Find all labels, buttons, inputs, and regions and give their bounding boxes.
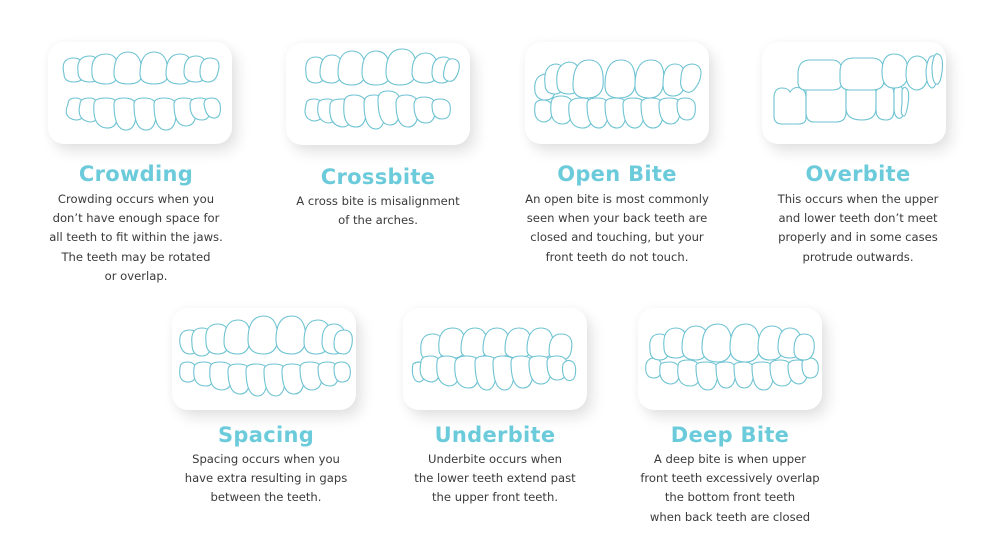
crossbite-teeth-icon xyxy=(304,48,460,130)
deep-bite-card xyxy=(638,308,822,410)
crossbite-title: Crossbite xyxy=(320,165,436,189)
overbite-description: This occurs when the upper and lower tee… xyxy=(777,192,939,264)
crowding-card xyxy=(48,42,232,144)
open-bite-card xyxy=(525,42,709,144)
crossbite-description: A cross bite is misalignment of the arch… xyxy=(296,194,460,228)
underbite-title: Underbite xyxy=(434,423,556,447)
deep-bite-description: A deep bite is when upper front teeth ex… xyxy=(640,452,820,524)
spacing-teeth-icon xyxy=(179,315,353,397)
crowding-teeth-icon xyxy=(62,51,221,131)
crowding-description: Crowding occurs when you don’t have enou… xyxy=(49,192,223,283)
open-bite-description: An open bite is most commonly seen when … xyxy=(525,192,709,264)
deep-bite-teeth-icon xyxy=(645,323,819,391)
overbite-title: Overbite xyxy=(805,162,911,186)
crossbite-card xyxy=(286,43,470,145)
spacing-card xyxy=(172,308,356,410)
spacing-title: Spacing xyxy=(217,423,315,447)
deep-bite-title: Deep Bite xyxy=(670,423,790,447)
underbite-description: Underbite occurs when the lower teeth ex… xyxy=(414,452,576,505)
open-bite-title: Open Bite xyxy=(557,162,677,186)
overbite-card xyxy=(762,42,946,144)
overbite-teeth-icon xyxy=(773,53,944,125)
underbite-card xyxy=(403,308,587,410)
spacing-description: Spacing occurs when you have extra resul… xyxy=(184,452,348,505)
open-bite-teeth-icon xyxy=(534,59,702,129)
crowding-title: Crowding xyxy=(78,162,194,186)
underbite-teeth-icon xyxy=(411,327,577,391)
